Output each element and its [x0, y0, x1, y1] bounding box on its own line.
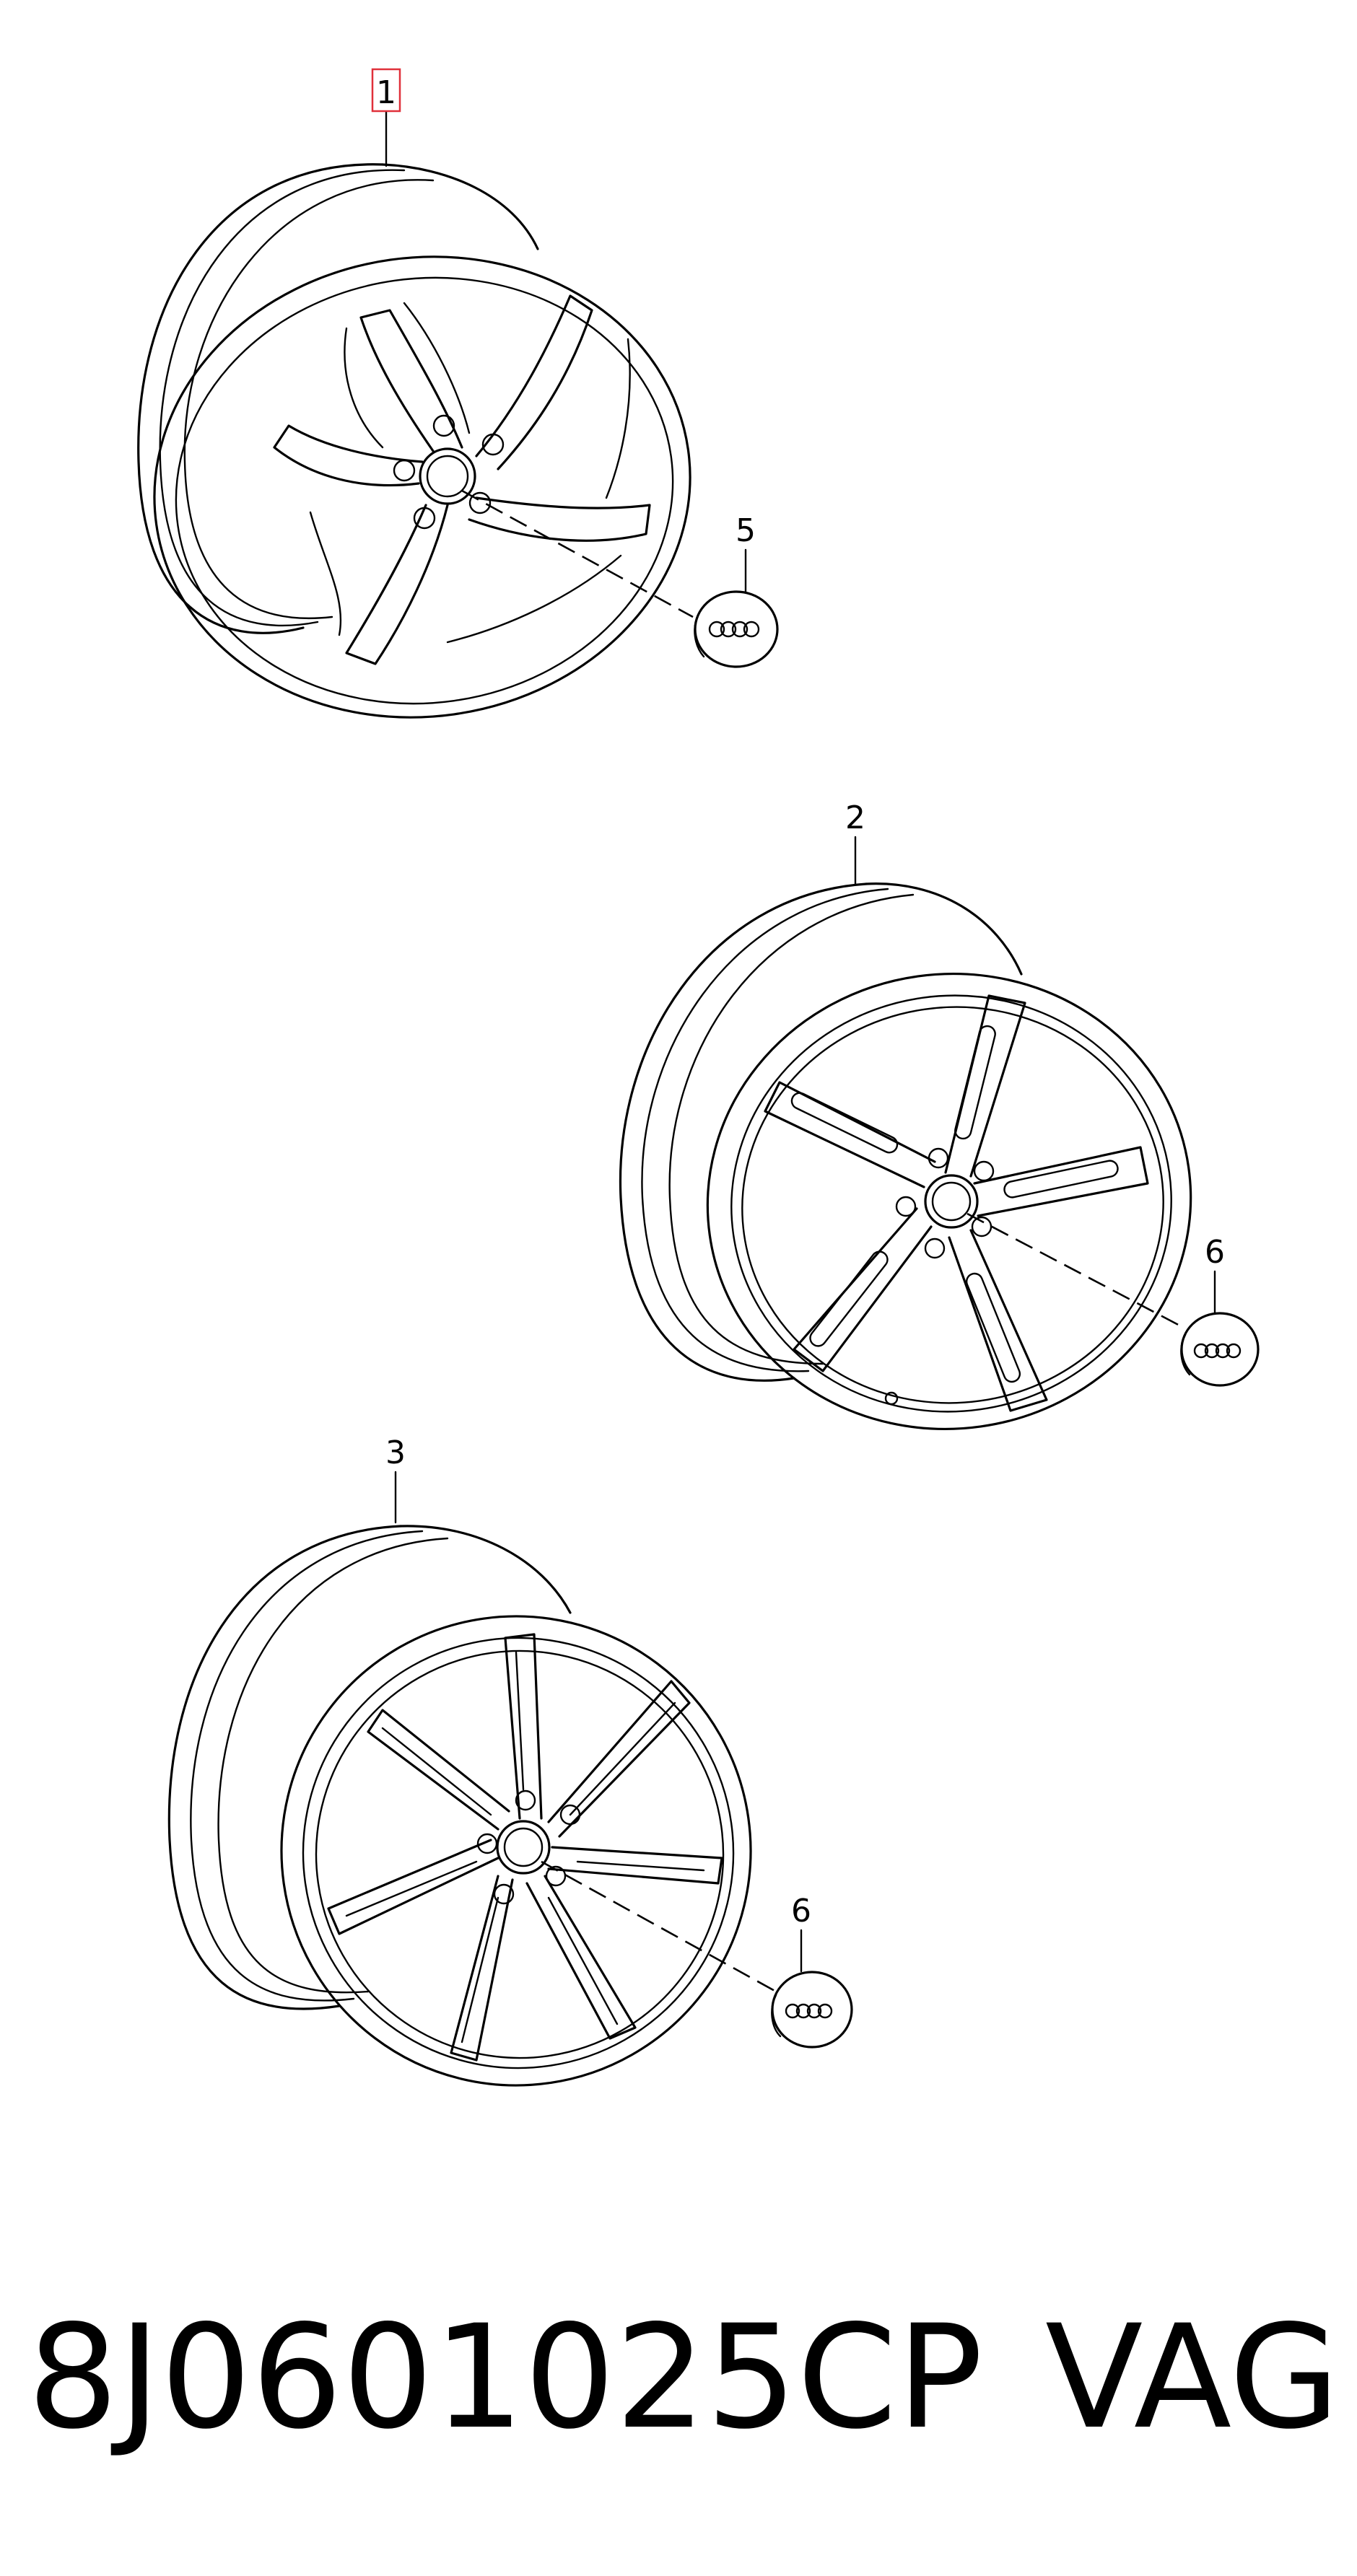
wheel-1 — [137, 107, 694, 719]
callout-1-label: 1 — [376, 74, 396, 111]
four-rings-emblem-icon — [785, 2003, 833, 2019]
four-rings-emblem-icon — [1193, 1343, 1242, 1359]
callout-2[interactable]: 2 — [845, 799, 865, 836]
part-footer: 8J0601025CP VAG — [27, 2291, 1341, 2464]
center-cap-6-upper — [1180, 1270, 1260, 1387]
wheel-2 — [619, 836, 1192, 1430]
center-cap-6-lower — [771, 1929, 853, 2049]
callout-5[interactable]: 5 — [736, 512, 756, 549]
brand-name: VAG — [1045, 2294, 1340, 2461]
center-cap-5 — [694, 548, 779, 668]
callout-6-lower[interactable]: 6 — [791, 1893, 811, 1929]
callout-6-upper[interactable]: 6 — [1205, 1234, 1225, 1271]
callout-1[interactable]: 1 — [371, 68, 401, 113]
four-rings-emblem-icon — [708, 621, 760, 638]
callout-3[interactable]: 3 — [385, 1434, 406, 1471]
wheel-3 — [167, 1471, 777, 2087]
part-number: 8J0601025CP — [27, 2294, 983, 2461]
